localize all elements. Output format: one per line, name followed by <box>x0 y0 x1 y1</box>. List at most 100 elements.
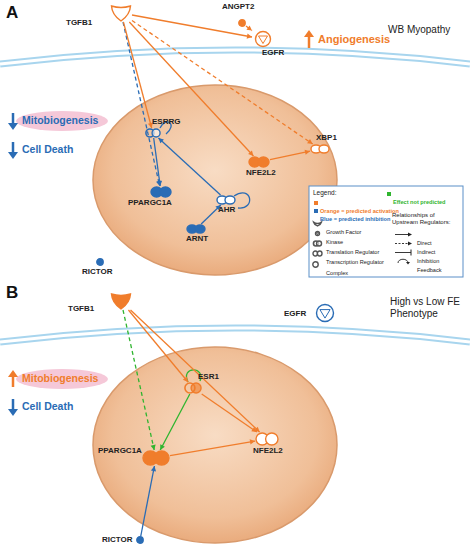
connector-line <box>128 310 188 382</box>
text-label: A <box>6 3 18 23</box>
gene-node: NFE2L2 <box>248 156 270 168</box>
node-label: PPARGC1A <box>128 198 172 207</box>
connector <box>154 138 162 186</box>
trend-arrow <box>8 142 18 159</box>
node-icon <box>182 382 204 394</box>
arrow-head <box>160 444 165 450</box>
arrow-head <box>183 376 188 382</box>
arrow-head <box>151 466 156 471</box>
node-icon <box>255 432 279 446</box>
trend-arrow <box>8 399 18 416</box>
gene-node: NFE2L2 <box>255 432 279 446</box>
connector <box>141 466 156 536</box>
legend-item: Translation Regulator <box>326 240 379 258</box>
line-sample <box>394 231 414 238</box>
nucleus <box>93 85 337 275</box>
node-label: EGFR <box>262 48 284 57</box>
legend-text: Indirect <box>417 249 435 255</box>
text-label: Relationships of Upstream Regulators: <box>392 212 460 226</box>
arrow-head <box>251 427 257 432</box>
legend-item: Effect not predicted <box>393 190 446 208</box>
connector-line <box>123 22 160 186</box>
gene-node: ANGPT2 <box>238 19 246 27</box>
line-sample <box>394 240 414 247</box>
connector-line <box>141 466 155 536</box>
connector-line <box>270 151 310 160</box>
node-label: ARNT <box>186 234 208 243</box>
connector <box>132 15 252 39</box>
legend-text: Kinase <box>326 239 343 245</box>
connector-line <box>123 22 151 128</box>
gene-node: ESR1 <box>182 382 204 394</box>
legend-item: Complex <box>326 261 348 279</box>
gene-node: AHR <box>216 195 236 205</box>
legend-item: Growth Factor <box>326 220 361 238</box>
node-label: ESRRG <box>152 117 180 126</box>
trend-arrow <box>304 30 314 48</box>
node-icon <box>216 195 236 205</box>
node-icon <box>238 19 246 27</box>
arrow-head <box>250 439 255 444</box>
legend-text: Transcription Regulator <box>326 259 384 265</box>
gene-node: TGFB1 <box>110 4 132 22</box>
legend-text: Feedback <box>417 267 442 273</box>
arrow-head <box>151 445 156 450</box>
legend-item: Inhibition <box>417 249 439 267</box>
node-icon <box>312 261 319 268</box>
connector <box>270 150 310 160</box>
arrow-head <box>248 151 253 156</box>
node-icon <box>312 240 323 247</box>
legend-item: Feedback <box>417 258 442 276</box>
text-label: Legend: <box>313 189 337 197</box>
node-icon <box>312 220 323 227</box>
gene-node: PPARGC1A <box>142 450 170 466</box>
legend-text: Translation Regulator <box>326 249 379 255</box>
node-label: NFE2L2 <box>246 168 276 177</box>
legend-text: Orange = predicted activation <box>320 208 399 214</box>
node-icon <box>248 156 270 168</box>
legend-box <box>309 186 463 277</box>
node-label: ESR1 <box>198 372 219 381</box>
node-label: RICTOR <box>102 535 133 544</box>
legend-swatch <box>314 201 318 205</box>
connector-line <box>158 138 220 195</box>
connector <box>132 21 313 144</box>
legend-item: Orange = predicted activation <box>320 199 399 217</box>
highlight <box>16 369 108 389</box>
connector-line <box>123 310 154 450</box>
feedback-loop <box>234 193 250 208</box>
node-icon <box>142 450 170 466</box>
connector <box>123 22 161 186</box>
gene-node: ESRRG <box>142 128 164 138</box>
connector-line <box>202 394 257 432</box>
cell-membrane <box>0 328 470 342</box>
cell-membrane <box>0 50 470 64</box>
node-icon <box>186 224 206 234</box>
node-icon <box>314 303 336 323</box>
node-label: XBP1 <box>316 133 337 142</box>
arrow-head <box>158 138 163 143</box>
arrow-head <box>247 34 252 39</box>
connector <box>246 26 252 31</box>
text-label: B <box>6 283 18 303</box>
text-label: Angiogenesis <box>318 33 390 46</box>
connector-line <box>201 205 221 224</box>
cell-membrane <box>0 328 470 342</box>
connector-line <box>131 310 260 432</box>
arrow-head <box>305 150 310 155</box>
text-label: Cell Death <box>22 400 73 413</box>
legend-item: Indirect <box>417 240 435 258</box>
connector-line <box>246 26 252 31</box>
arrow-head <box>246 26 252 31</box>
arrow-head <box>307 139 313 144</box>
node-label: NFE2L2 <box>253 446 283 455</box>
text-label: High vs Low FE Phenotype <box>390 296 466 320</box>
node-icon <box>96 258 104 266</box>
node-icon <box>252 30 274 48</box>
connector-line <box>170 441 255 456</box>
node-label: PPARGC1A <box>98 446 142 455</box>
trend-arrow <box>8 370 18 387</box>
connector-line <box>129 22 253 156</box>
connector <box>123 310 156 450</box>
